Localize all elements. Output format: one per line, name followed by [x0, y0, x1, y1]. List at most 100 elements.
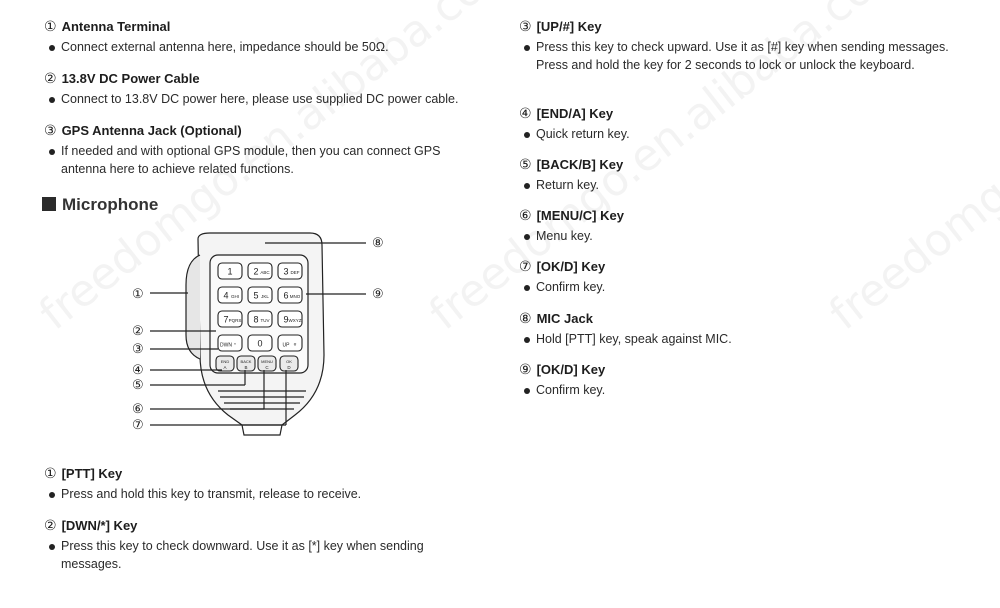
mic-key-label: 8 — [253, 315, 258, 325]
mic-key-sublabel: MNO — [290, 294, 301, 299]
list-item: ④ [END/A] Key Quick return key. — [519, 106, 949, 144]
item-description: Connect to 13.8V DC power here, please u… — [44, 91, 504, 109]
number-badge: ② — [44, 70, 57, 86]
item-title: GPS Antenna Jack (Optional) — [61, 123, 242, 138]
mic-key: DWN* — [217, 334, 243, 352]
list-item: ② 13.8V DC Power Cable Connect to 13.8V D… — [44, 71, 504, 109]
mic-key-label: BACK — [241, 359, 252, 364]
item-title: [UP/#] Key — [536, 19, 602, 34]
mic-key-sublabel: B — [244, 365, 247, 370]
item-title: 13.8V DC Power Cable — [61, 71, 200, 86]
item-title: [END/A] Key — [536, 106, 614, 121]
mic-key-label: OK — [286, 359, 292, 364]
mic-key-sublabel: JKL — [261, 294, 269, 299]
mic-key: UP# — [277, 334, 303, 352]
item-description: Press this key to check upward. Use it a… — [519, 39, 949, 74]
number-badge: ⑤ — [519, 156, 532, 172]
section-title: Microphone — [62, 195, 159, 214]
callout-label: ⑧ — [372, 235, 384, 250]
item-description: Connect external antenna here, impedance… — [44, 39, 504, 57]
number-badge: ③ — [519, 18, 532, 34]
item-description: Press this key to check downward. Use it… — [44, 538, 474, 573]
mic-key-label: 0 — [257, 339, 262, 349]
list-item: ② [DWN/*] Key Press this key to check dow… — [44, 518, 474, 573]
item-title: [BACK/B] Key — [536, 157, 624, 172]
callout-label: ⑥ — [132, 401, 144, 416]
number-badge: ③ — [44, 122, 57, 138]
mic-key-label: 9 — [283, 315, 288, 325]
square-bullet-icon — [42, 197, 56, 211]
item-title: Antenna Terminal — [61, 19, 171, 34]
mic-key: 0 — [247, 334, 273, 352]
list-item: ③ [UP/#] Key Press this key to check upwa… — [519, 19, 949, 74]
number-badge: ④ — [519, 105, 532, 121]
mic-key-label: DWN — [220, 343, 232, 349]
mic-key-sublabel: PQRS — [229, 318, 242, 323]
mic-key-sublabel: WXYZ — [289, 318, 302, 323]
item-description: Press and hold this key to transmit, rel… — [44, 486, 504, 504]
callout-label: ② — [132, 323, 144, 338]
mic-key-sublabel: * — [234, 342, 236, 347]
mic-key-sublabel: C — [265, 365, 269, 370]
item-description: Quick return key. — [519, 126, 949, 144]
number-badge: ⑨ — [519, 361, 532, 377]
number-badge: ② — [44, 517, 57, 533]
mic-key-sublabel: DEF — [291, 270, 300, 275]
item-description: Confirm key. — [519, 279, 949, 297]
callout-label: ③ — [132, 341, 144, 356]
item-title: [DWN/*] Key — [61, 518, 138, 533]
item-title: [PTT] Key — [61, 466, 123, 481]
list-item: ⑥ [MENU/C] Key Menu key. — [519, 208, 949, 246]
mic-key-sublabel: GHI — [231, 294, 239, 299]
item-title: [MENU/C] Key — [536, 208, 624, 223]
mic-key-label: 1 — [227, 267, 232, 277]
list-item: ⑨ [OK/D] Key Confirm key. — [519, 362, 949, 400]
mic-key-label: 5 — [253, 291, 258, 301]
list-item: ① [PTT] Key Press and hold this key to tr… — [44, 466, 504, 504]
item-description: Confirm key. — [519, 382, 949, 400]
number-badge: ⑦ — [519, 258, 532, 274]
callout-label: ⑨ — [372, 286, 384, 301]
number-badge: ⑥ — [519, 207, 532, 223]
section-heading: Microphone — [42, 195, 158, 215]
mic-key-label: END — [221, 359, 230, 364]
callout-label: ⑤ — [132, 377, 144, 392]
mic-key-label: 6 — [283, 291, 288, 301]
mic-key-sublabel: D — [287, 365, 291, 370]
callout-label: ④ — [132, 362, 144, 377]
item-description: Hold [PTT] key, speak against MIC. — [519, 331, 949, 349]
mic-key-label: 7 — [223, 315, 228, 325]
list-item: ⑦ [OK/D] Key Confirm key. — [519, 259, 949, 297]
mic-key-sublabel: TUV — [261, 318, 270, 323]
mic-function-key: OKD — [279, 355, 299, 372]
item-title: [OK/D] Key — [536, 362, 606, 377]
mic-key: 1 — [217, 262, 243, 280]
mic-key-label: MENU — [261, 359, 273, 364]
mic-key-label: 2 — [253, 267, 258, 277]
mic-key-label: 3 — [283, 267, 288, 277]
number-badge: ① — [44, 465, 57, 481]
list-item: ⑤ [BACK/B] Key Return key. — [519, 157, 949, 195]
list-item: ① Antenna Terminal Connect external anten… — [44, 19, 504, 57]
number-badge: ⑧ — [519, 310, 532, 326]
number-badge: ① — [44, 18, 57, 34]
item-description: Return key. — [519, 177, 949, 195]
mic-key-sublabel: # — [294, 342, 297, 347]
item-description: If needed and with optional GPS module, … — [44, 143, 484, 178]
item-title: [OK/D] Key — [536, 259, 606, 274]
callout-label: ① — [132, 286, 144, 301]
mic-key-label: UP — [283, 343, 291, 349]
item-description: Menu key. — [519, 228, 949, 246]
